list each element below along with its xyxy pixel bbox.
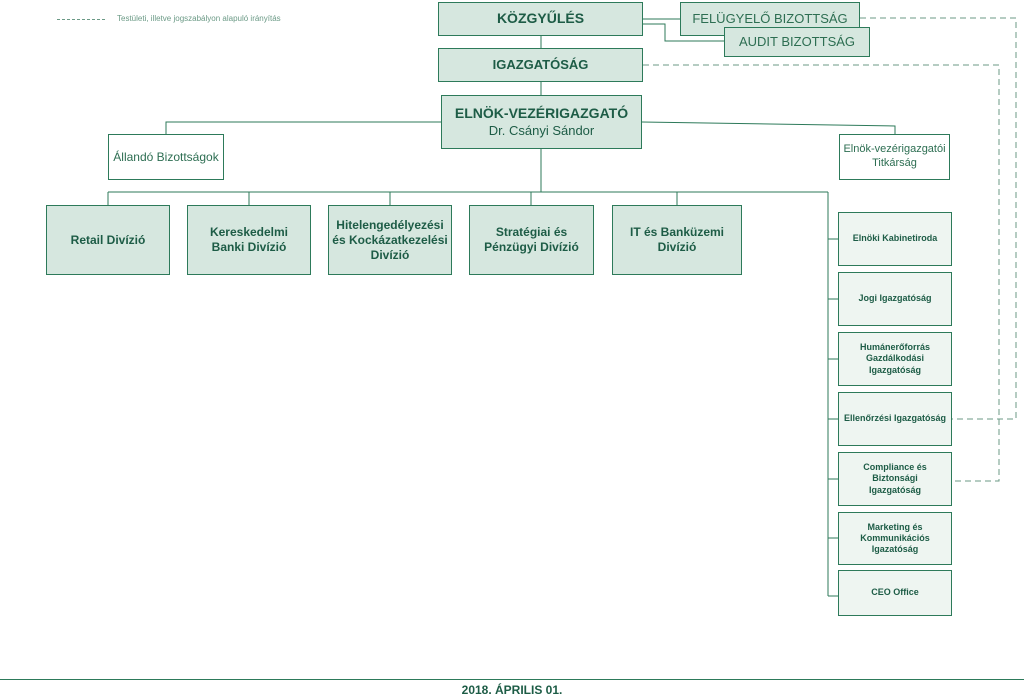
board-label: IGAZGATÓSÁG <box>492 56 589 72</box>
directorate-box[interactable]: Elnöki Kabinetiroda <box>838 212 952 266</box>
division-line-1: Hitelengedélyezési <box>336 217 444 232</box>
ceo-name: Dr. Csányi Sándor <box>488 122 595 138</box>
connector-secretariat <box>641 121 896 134</box>
division-line-1: Kereskedelmi <box>209 225 289 239</box>
board-box[interactable]: IGAZGATÓSÁG <box>438 48 643 82</box>
standing-committees-box[interactable]: Állandó Bizottságok <box>108 134 224 180</box>
dashed-board-compliance <box>643 64 1000 482</box>
directorate-line-1: CEO Office <box>871 587 919 598</box>
directorate-line-1: Humánerőforrás <box>859 342 931 353</box>
connector-standing-committees <box>165 121 441 134</box>
division-line-2: és Kockázatkezelési <box>332 232 448 247</box>
directorate-box[interactable]: Ellenőrzési Igazgatóság <box>838 392 952 446</box>
connector-audit <box>643 23 724 42</box>
directorate-line-2: Igazgatóság <box>868 484 921 495</box>
division-box[interactable]: IT és Banküzemi Divízió <box>612 205 742 275</box>
directorate-box[interactable]: Jogi Igazgatóság <box>838 272 952 326</box>
standing-committees-label: Állandó Bizottságok <box>113 149 219 164</box>
directorate-box[interactable]: Humánerőforrás Gazdálkodási Igazgatóság <box>838 332 952 386</box>
footer-date: 2018. ÁPRILIS 01. <box>461 683 563 697</box>
directorate-line-1: Ellenőrzési Igazgatóság <box>843 413 947 424</box>
general-meeting-box[interactable]: KÖZGYŰLÉS <box>438 2 643 36</box>
directorate-line-1: Compliance és Biztonsági <box>863 462 927 484</box>
directorate-line-3: Igazatóság <box>871 544 919 555</box>
ceo-title: ELNÖK-VEZÉRIGAZGATÓ <box>454 105 629 122</box>
division-line-1: IT és Banküzemi <box>629 225 725 239</box>
audit-committee-label: AUDIT BIZOTTSÁG <box>738 33 856 49</box>
directorate-box[interactable]: Compliance és Biztonsági Igazgatóság <box>838 452 952 506</box>
directorate-box[interactable]: Marketing és Kommunikációs Igazatóság <box>838 512 952 565</box>
ceo-secretariat-box[interactable]: Elnök-vezérigazgatói Titkárság <box>839 134 950 180</box>
footer-divider <box>0 679 1024 680</box>
ceo-secretariat-line-2: Titkárság <box>872 157 917 169</box>
division-line-1: Retail Divízió <box>70 232 146 247</box>
division-line-3: Divízió <box>370 247 410 262</box>
directorate-line-1: Jogi Igazgatóság <box>858 293 932 304</box>
division-line-2: Banki Divízió <box>211 240 287 254</box>
division-box[interactable]: Retail Divízió <box>46 205 170 275</box>
ceo-secretariat-line-1: Elnök-vezérigazgatói <box>843 143 946 156</box>
division-line-2: Pénzügyi Divízió <box>484 240 579 254</box>
division-box[interactable]: Stratégiai és Pénzügyi Divízió <box>469 205 594 275</box>
directorate-line-1: Elnöki Kabinetiroda <box>852 233 938 244</box>
audit-committee-box[interactable]: AUDIT BIZOTTSÁG <box>724 27 870 57</box>
legend-label: Testületi, illetve jogszabályon alapuló … <box>117 14 281 23</box>
division-box[interactable]: Kereskedelmi Banki Divízió <box>187 205 311 275</box>
directorate-line-2: Gazdálkodási Igazgatóság <box>865 353 925 375</box>
legend-dashed-line <box>57 19 105 20</box>
division-line-2: Divízió <box>657 240 697 254</box>
directorate-line-2: Kommunikációs <box>860 532 930 543</box>
directorate-line-1: Marketing és <box>867 521 923 532</box>
directorate-box[interactable]: CEO Office <box>838 570 952 616</box>
division-line-1: Stratégiai és <box>495 225 568 239</box>
general-meeting-label: KÖZGYŰLÉS <box>496 10 585 27</box>
ceo-box[interactable]: ELNÖK-VEZÉRIGAZGATÓ Dr. Csányi Sándor <box>441 95 642 149</box>
division-box[interactable]: Hitelengedélyezési és Kockázatkezelési D… <box>328 205 452 275</box>
supervisory-board-label: FELÜGYELŐ BIZOTTSÁG <box>692 10 848 26</box>
